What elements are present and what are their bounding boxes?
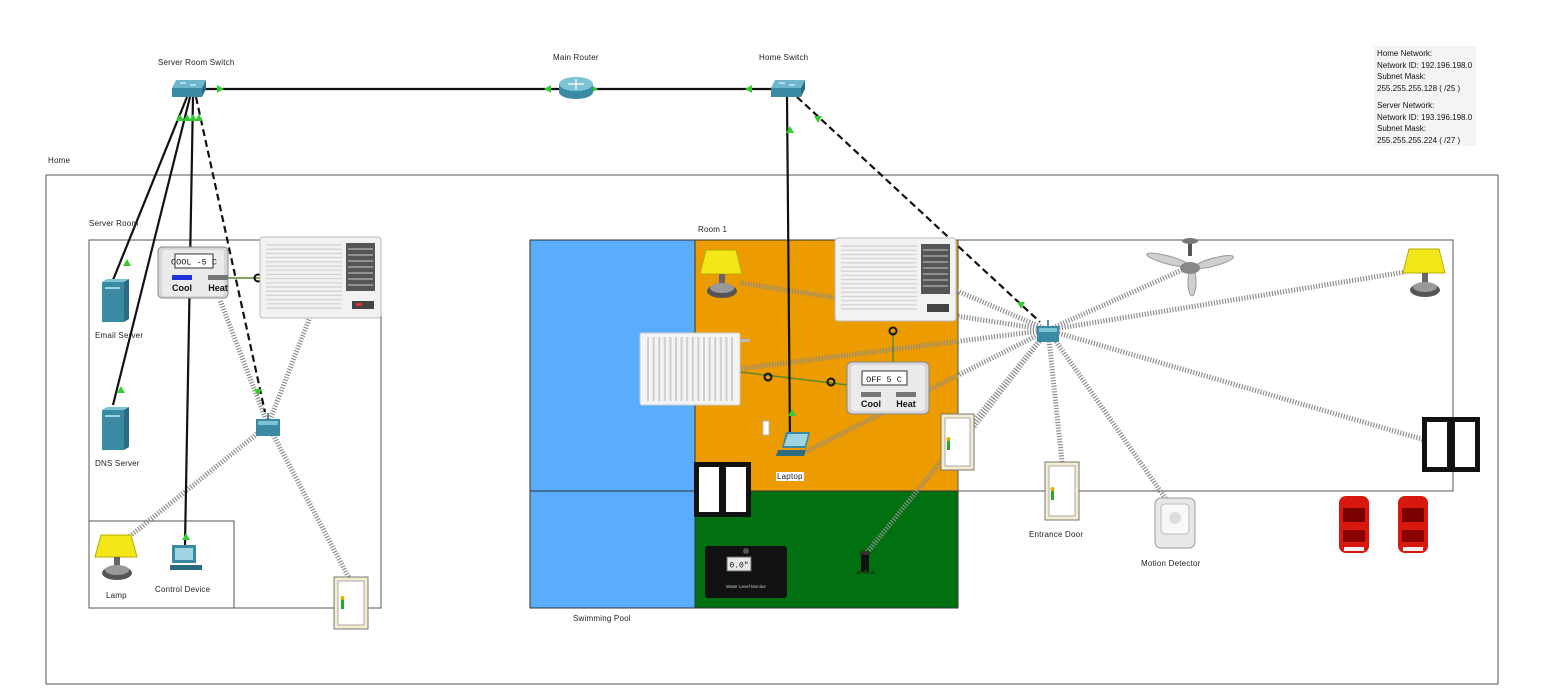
home-subnet-label: Subnet Mask:: [1377, 72, 1426, 81]
port-status-indicator: [183, 114, 191, 121]
email-server-label: Email Server: [95, 331, 144, 340]
room-lamp-icon[interactable]: [699, 249, 743, 298]
home-subnet-mask: 255.255.255.128 ( /25 ): [1377, 83, 1461, 93]
living-lamp-icon[interactable]: [1402, 248, 1446, 297]
living-window-icon[interactable]: [1422, 417, 1480, 472]
server-subnet-mask: 255.255.255.224 ( /27 ): [1377, 135, 1461, 145]
server-thermostat-cool-label: Cool: [172, 283, 192, 293]
control-area: [88, 520, 235, 609]
server-access-point-icon[interactable]: [256, 413, 280, 436]
server-thermostat-display: COOL -5 C: [171, 258, 217, 268]
room-thermostat-cool-label: Cool: [861, 399, 881, 409]
server-room-switch-label: Server Room Switch: [158, 58, 235, 67]
wired-links: [111, 87, 792, 546]
swimming-pool-area: [529, 239, 696, 609]
server-thermostat-heat-label: Heat: [208, 283, 228, 293]
port-status-indicator: [182, 533, 190, 540]
server-subnet-label: Subnet Mask:: [1377, 124, 1426, 133]
room1-label: Room 1: [698, 225, 728, 234]
server-lamp-icon[interactable]: [94, 534, 138, 580]
port-status-indicator: [217, 85, 224, 93]
light-switch-icon[interactable]: [762, 420, 770, 436]
room-window-icon[interactable]: [694, 462, 751, 517]
motion-detector-icon[interactable]: [1154, 497, 1196, 549]
home-network-id: Network ID: 192.196.198.0: [1377, 60, 1473, 70]
email-server-icon[interactable]: [102, 279, 129, 322]
swimming-pool-label: Swimming Pool: [573, 614, 631, 623]
home-area: [45, 174, 1499, 685]
port-status-indicator: [176, 114, 184, 121]
water-level-display: 0.0": [729, 562, 748, 571]
laptop-label: Laptop: [776, 472, 804, 481]
home-access-point-icon[interactable]: [1037, 320, 1059, 342]
entrance-door-label: Entrance Door: [1029, 530, 1084, 539]
server-room-label: Server Room: [89, 219, 139, 228]
server-network-title: Server Network:: [1377, 101, 1435, 110]
room-thermostat[interactable]: OFF 5 C Cool Heat: [846, 361, 930, 415]
port-status-indicator: [814, 116, 822, 123]
car-icon-1[interactable]: [1339, 496, 1369, 553]
water-level-monitor[interactable]: 0.0" Water Level Monitor: [705, 546, 787, 598]
port-status-indicator: [123, 259, 131, 266]
port-status-indicator: [786, 126, 794, 133]
server-network-id: Network ID: 193.196.198.0: [1377, 112, 1473, 122]
server-door-icon[interactable]: [333, 576, 369, 630]
dns-server-label: DNS Server: [95, 459, 140, 468]
room-door-icon[interactable]: [940, 413, 975, 471]
port-status-indicator: [117, 386, 125, 393]
ceiling-fan-icon[interactable]: [1146, 238, 1235, 297]
server-air-conditioner-icon[interactable]: [259, 236, 382, 319]
wireless-links: [123, 267, 1426, 582]
port-status-indicator: [544, 85, 551, 93]
room-air-conditioner-icon[interactable]: [834, 237, 957, 322]
heater-icon[interactable]: [639, 332, 750, 406]
port-status-indicator: [189, 114, 197, 121]
control-device-icon[interactable]: [170, 545, 202, 570]
port-indicators: [117, 85, 1025, 540]
dashed-links: [194, 96, 1041, 413]
server-room-area: [88, 239, 382, 609]
iot-links: [228, 277, 894, 386]
lamp-label: Lamp: [106, 591, 127, 600]
main-router-icon[interactable]: [559, 77, 593, 99]
port-status-indicator: [195, 114, 203, 121]
room-thermostat-display: OFF 5 C: [866, 375, 902, 385]
home-switch-icon[interactable]: [771, 80, 805, 97]
lawn-sprinkler-icon[interactable]: [855, 551, 876, 574]
server-thermostat[interactable]: COOL -5 C Cool Heat: [157, 246, 229, 299]
home-network-title: Home Network:: [1377, 49, 1433, 58]
car-icon-2[interactable]: [1398, 496, 1428, 553]
motion-detector-label: Motion Detector: [1141, 559, 1201, 568]
port-status-indicator: [254, 389, 262, 396]
port-status-indicator: [788, 409, 796, 416]
control-device-label: Control Device: [155, 585, 211, 594]
home-area-label: Home: [48, 156, 71, 165]
living-area: [957, 239, 1454, 492]
port-status-indicator: [745, 85, 752, 93]
home-switch-label: Home Switch: [759, 53, 809, 62]
network-info-panel: Home Network: Network ID: 192.196.198.0 …: [1374, 46, 1476, 146]
entrance-door-icon[interactable]: [1044, 461, 1080, 521]
main-router-label: Main Router: [553, 53, 599, 62]
room-thermostat-heat-label: Heat: [896, 399, 916, 409]
port-status-indicator: [1017, 302, 1025, 309]
water-level-caption: Water Level Monitor: [726, 584, 767, 589]
dns-server-icon[interactable]: [102, 407, 129, 450]
server-room-switch-icon[interactable]: [172, 80, 206, 97]
laptop-icon[interactable]: [776, 432, 810, 456]
